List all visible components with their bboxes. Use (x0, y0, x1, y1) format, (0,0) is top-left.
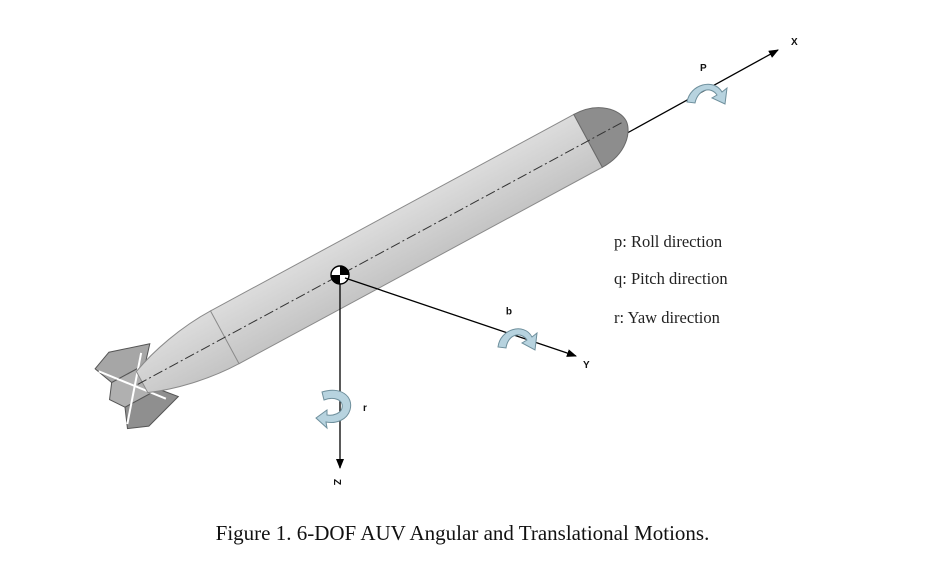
tail-cone (135, 309, 241, 394)
nose-cone (573, 107, 629, 168)
roll-label: P (700, 63, 707, 74)
body-centerline (137, 121, 624, 385)
pitch-label: q (506, 306, 512, 317)
hull-cylinder (209, 113, 604, 365)
auv-body (94, 107, 629, 430)
z-axis-label: Z (331, 479, 342, 485)
yaw-rotation-arrow-icon (315, 389, 352, 430)
y-axis-label: Y (583, 360, 590, 371)
yaw-label: r (363, 403, 367, 414)
y-axis-line (344, 277, 577, 357)
roll-rotation-arrow-icon (686, 83, 728, 105)
figure-caption: Figure 1. 6-DOF AUV Angular and Translat… (215, 521, 710, 545)
center-of-gravity-icon (330, 265, 350, 285)
legend-pitch: q: Pitch direction (614, 269, 728, 288)
legend-roll: p: Roll direction (614, 232, 722, 251)
pitch-rotation-arrow-icon (497, 328, 538, 351)
x-axis-label: X (791, 37, 798, 48)
legend-yaw: r: Yaw direction (614, 308, 720, 327)
